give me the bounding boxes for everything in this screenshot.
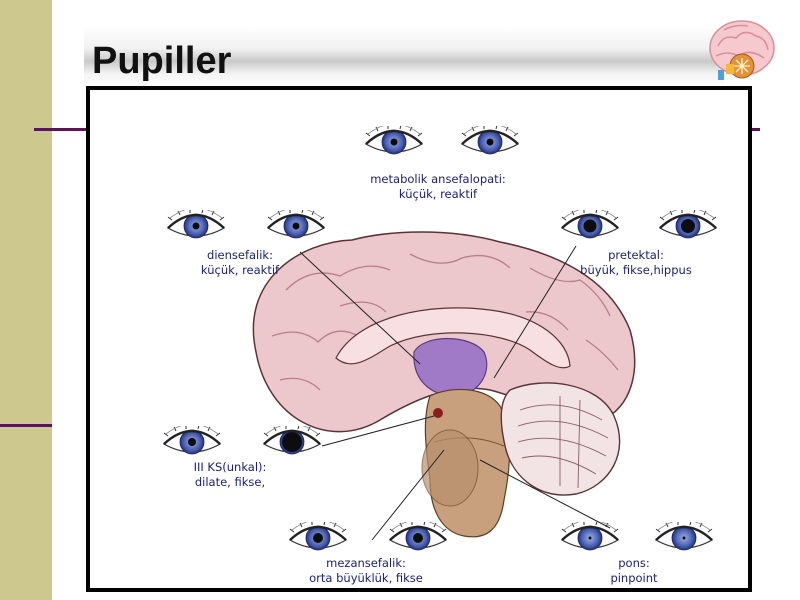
label-third-nerve: III KS(unkal):dilate, fikse, — [193, 460, 267, 489]
label-metabolic: metabolik ansefalopati:küçük, reaktif — [370, 172, 506, 201]
accent-rule-bottom-left — [0, 424, 52, 427]
slide-title: Pupiller — [92, 40, 232, 82]
label-diencephalic: diensefalik:küçük, reaktif — [200, 248, 280, 277]
label-pretectal: pretektal:büyük, fikse,hippus — [580, 248, 692, 277]
label-pontine: pons:pinpoint — [610, 556, 658, 585]
slide-sidebar — [0, 0, 52, 600]
title-band — [84, 26, 724, 90]
accent-rule-top-left — [34, 128, 86, 131]
accent-rule-top-right — [748, 128, 760, 131]
brain-logo-icon — [709, 20, 775, 80]
eye-pontine-right-icon — [654, 522, 714, 552]
brain-sagittal-illustration — [162, 126, 718, 552]
pupil-diagram-figure: metabolik ansefalopati:küçük, reaktif di… — [86, 86, 752, 592]
label-midbrain: mezansefalik:orta büyüklük, fikse — [309, 556, 423, 585]
corpus-callosum — [335, 307, 571, 369]
thalamus-diencephalon — [413, 337, 488, 397]
eye-pontine-left-icon — [560, 522, 620, 552]
